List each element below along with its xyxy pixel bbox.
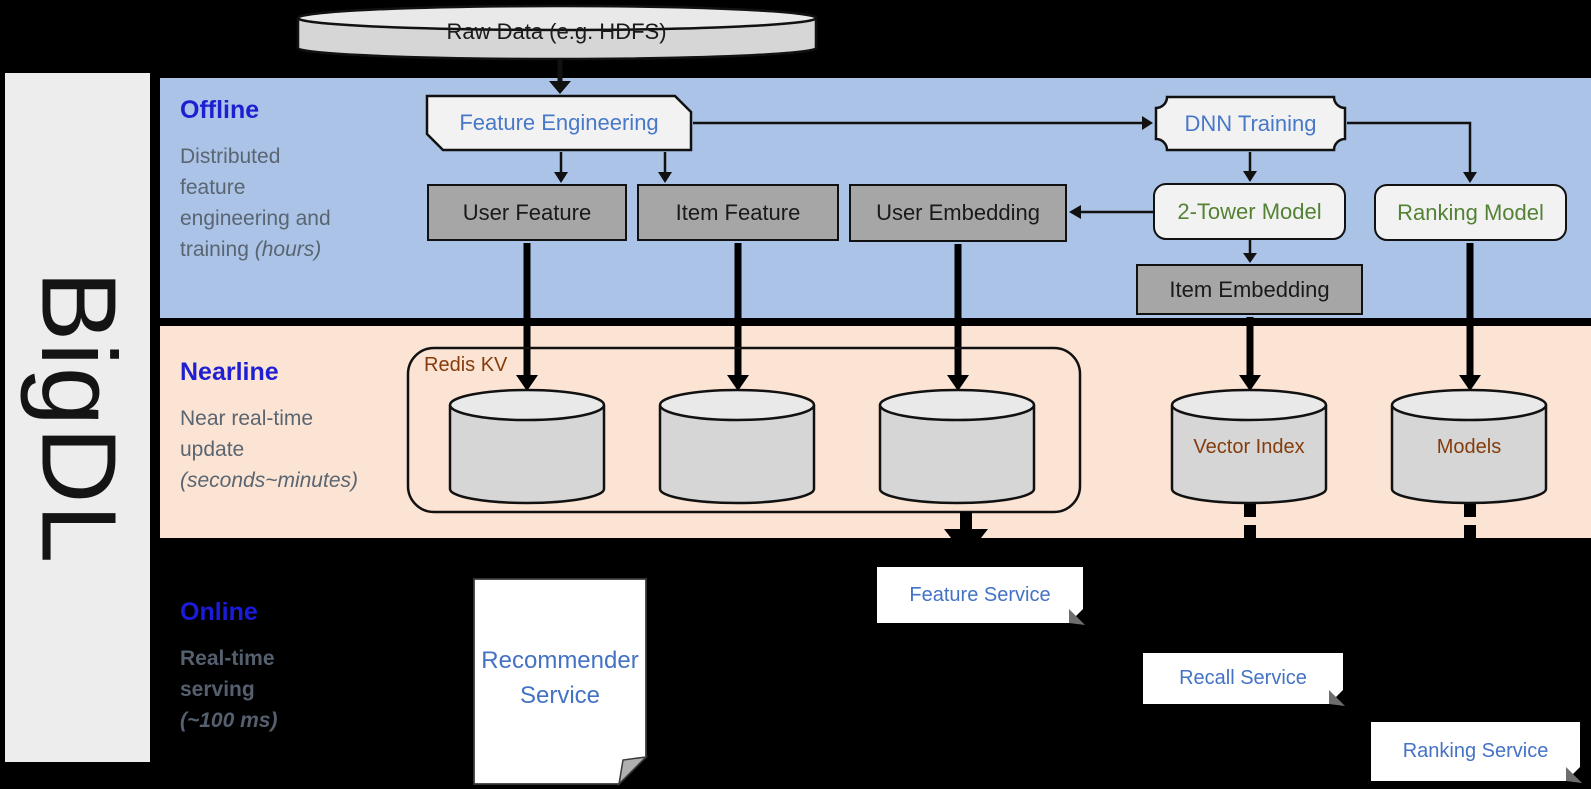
arrow-ranking-model-to-models bbox=[1459, 243, 1481, 391]
thick-arrows bbox=[516, 243, 1481, 391]
nearline-lane-title: Nearline bbox=[180, 358, 279, 386]
dashed-drop-vector-index bbox=[1244, 504, 1256, 538]
nearline-lane-description: Near real-time update (seconds~minutes) bbox=[180, 407, 358, 492]
feature-service-box: Feature Service bbox=[877, 567, 1083, 623]
recall-service-box: Recall Service bbox=[1143, 653, 1343, 704]
item-feature-node: Item Feature bbox=[637, 184, 839, 241]
redis-cylinder-3 bbox=[878, 388, 1036, 505]
nearline-lane-band bbox=[160, 326, 1591, 538]
online-lane-description: Real-time serving (~100 ms) bbox=[180, 647, 278, 732]
raw-data-cylinder bbox=[296, 4, 818, 61]
models-label: Models bbox=[1436, 436, 1502, 458]
dnn-training-node: DNN Training bbox=[1154, 95, 1347, 152]
redis-kv-container bbox=[406, 346, 1082, 514]
dashed-drop-models bbox=[1464, 504, 1476, 538]
ranking-model-node: Ranking Model bbox=[1374, 184, 1567, 241]
arrow-user-embedding-to-store bbox=[947, 244, 969, 391]
vector-index-label: Vector Index bbox=[1193, 436, 1305, 458]
arrow-store-to-feature-service bbox=[944, 512, 988, 557]
arrow-rawdata-to-feature-engineering bbox=[549, 59, 571, 94]
arrow-fe-to-user-feature bbox=[554, 152, 568, 183]
models-cylinder bbox=[1390, 388, 1548, 505]
feature-service-fold-corner bbox=[1069, 609, 1085, 625]
plaque-shape bbox=[1154, 95, 1347, 152]
thin-arrows bbox=[549, 59, 1477, 263]
arrow-fe-to-item-feature bbox=[658, 152, 672, 183]
arrow-dnn-to-ranking-model bbox=[1347, 121, 1477, 183]
item-embedding-node: Item Embedding bbox=[1136, 264, 1363, 315]
snip-corner-shape bbox=[425, 94, 693, 152]
recommender-service-document bbox=[473, 578, 649, 787]
vector-index-cylinder bbox=[1170, 388, 1328, 505]
offline-lane-title: Offline bbox=[180, 96, 260, 124]
feature-engineering-node: Feature Engineering bbox=[425, 94, 693, 152]
user-feature-node: User Feature bbox=[427, 184, 627, 241]
user-embedding-node: User Embedding bbox=[849, 184, 1067, 242]
ranking-service-box: Ranking Service bbox=[1371, 722, 1580, 781]
arrow-two-tower-to-item-embedding bbox=[1243, 240, 1257, 263]
redis-cylinder-2 bbox=[658, 388, 816, 505]
recommender-service-label: Recommender Service bbox=[481, 647, 639, 709]
offline-lane-description: Distributed feature engineering and trai… bbox=[180, 145, 331, 261]
online-lane-title: Online bbox=[180, 598, 258, 626]
recall-service-fold-corner bbox=[1329, 690, 1345, 706]
arrow-item-embedding-to-vector-index bbox=[1239, 317, 1261, 391]
ranking-service-fold-corner bbox=[1566, 767, 1582, 783]
sidebar: BigDL bbox=[5, 73, 150, 762]
two-tower-model-node: 2-Tower Model bbox=[1153, 183, 1346, 240]
arrow-fe-to-dnn-training bbox=[693, 116, 1153, 130]
arrow-dnn-to-two-tower bbox=[1243, 152, 1257, 182]
raw-data-label: Raw Data (e.g. HDFS) bbox=[446, 19, 667, 44]
arrow-two-tower-to-user-embedding bbox=[1069, 205, 1153, 219]
redis-kv-label: Redis KV bbox=[424, 354, 508, 376]
arrow-user-feature-to-store bbox=[516, 243, 538, 391]
arrow-item-feature-to-store bbox=[727, 243, 749, 391]
redis-cylinder-1 bbox=[448, 388, 606, 505]
